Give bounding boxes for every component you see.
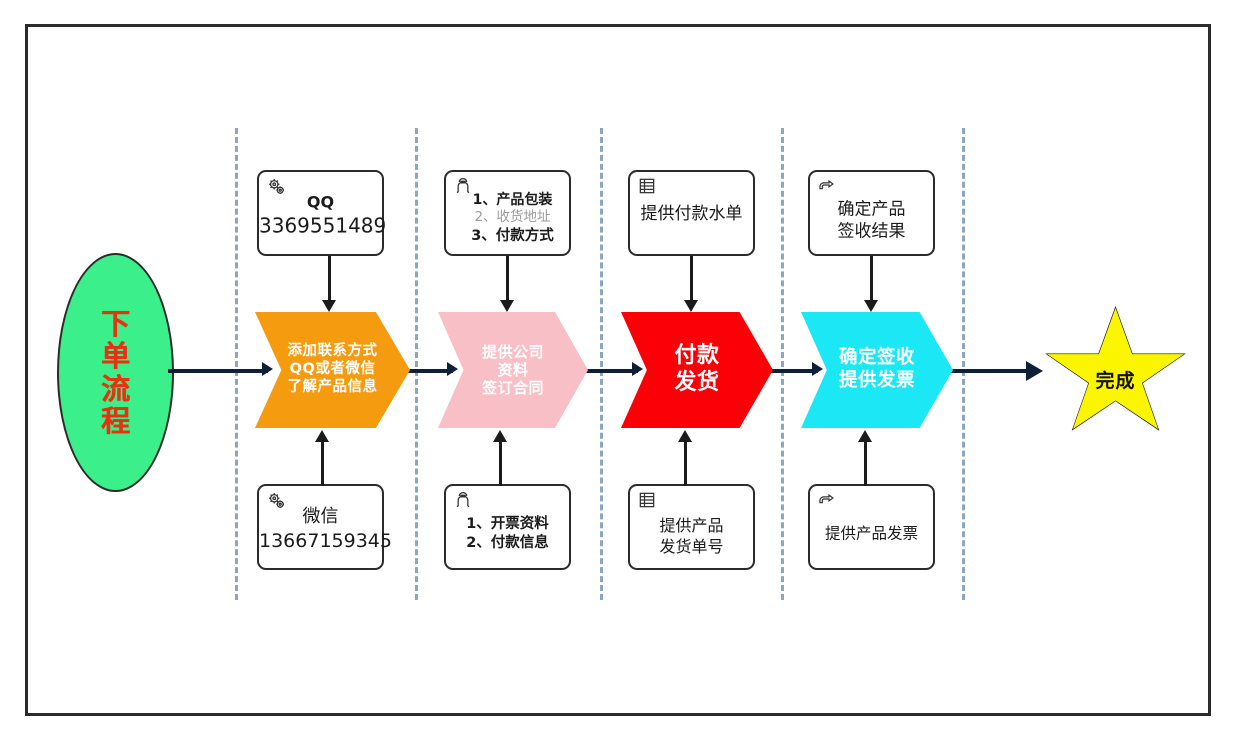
connector-arrowhead-1 (262, 362, 273, 376)
end-node-label: 完成 (1095, 370, 1136, 392)
stage-contract-bottom-box[interactable]: 1、开票资料 2、付款信息 (444, 484, 571, 570)
start-label-line-1: 下 (100, 306, 130, 341)
stage-contact-chevron-label: 添加联系方式 QQ或者微信 了解产品信息 (288, 343, 378, 396)
chevron2-line-2: 资料 (497, 360, 529, 379)
connector-arrowhead-4 (812, 362, 823, 376)
box-line: 签收结果 (837, 222, 906, 243)
stage-contract-top-box[interactable]: 1、产品包装 2、收货地址 3、付款方式 (444, 170, 571, 256)
stage-payment-bottom-link-arrow (678, 430, 692, 442)
stage-contract-top-link-arrow (500, 300, 514, 312)
stage-contract-bottom-box-text: 1、开票资料 2、付款信息 (446, 515, 569, 553)
stage-contact-top-box-text: QQ 3369551489 (259, 192, 387, 240)
chevron1-line-3: 了解产品信息 (287, 378, 378, 395)
person-icon (453, 490, 475, 512)
stage-contract-top-link (506, 256, 509, 308)
end-node-complete[interactable]: 完成 (1043, 306, 1188, 441)
box-line: 提供产品 (659, 516, 724, 536)
column-separator-2 (415, 128, 418, 600)
stage-receipt-bottom-link-arrow (858, 430, 872, 442)
box-line: 3、付款方式 (471, 228, 554, 245)
start-node-label: 下 单 流 程 (100, 306, 130, 438)
column-separator-1 (235, 128, 238, 600)
column-separator-5 (962, 128, 965, 600)
box-line: 1、开票资料 (466, 515, 549, 532)
stage-payment-bottom-link (684, 438, 687, 486)
column-separator-4 (781, 128, 784, 600)
box-line: QQ (306, 192, 335, 212)
connector-arrowhead-2 (447, 362, 458, 376)
stage-receipt-chevron[interactable]: 确定签收 提供发票 (801, 312, 953, 428)
stage-payment-top-link (690, 256, 693, 308)
stage-contact-top-box[interactable]: QQ 3369551489 (257, 170, 387, 256)
stage-receipt-bottom-box-text: 提供产品发票 (810, 523, 933, 543)
start-label-line-3: 流 (100, 371, 130, 406)
stage-contact-top-link-arrow (322, 300, 336, 312)
stage-contract-bottom-link-arrow (493, 430, 507, 442)
connector-arrowhead-end (1026, 361, 1043, 381)
stage-receipt-chevron-label: 确定签收 提供发票 (839, 347, 915, 392)
stage-receipt-top-box[interactable]: 确定产品 签收结果 (808, 170, 935, 256)
chevron1-line-1: 添加联系方式 (287, 343, 378, 360)
box-line: 微信 (302, 506, 339, 528)
column-separator-3 (600, 128, 603, 600)
chevron3-line-2: 发货 (674, 370, 720, 395)
chevron4-line-1: 确定签收 (838, 347, 915, 369)
stage-contact-bottom-box-text: 微信 13667159345 (259, 505, 392, 554)
stage-contact-top-link (328, 256, 331, 308)
chevron2-line-3: 签订合同 (481, 379, 544, 398)
pointing-hand-icon (817, 176, 839, 198)
stage-receipt-top-link-arrow (864, 300, 878, 312)
chevron4-line-2: 提供发票 (838, 370, 915, 391)
stage-contact-bottom-box[interactable]: 微信 13667159345 (257, 484, 392, 570)
pointing-hand-icon (817, 490, 839, 512)
stage-receipt-top-link (870, 256, 873, 308)
stage-receipt-bottom-link (864, 438, 867, 486)
connector-arrowhead-3 (632, 362, 643, 376)
box-line: 提供产品发票 (824, 524, 918, 543)
box-line: 1、产品包装 (472, 191, 553, 208)
connector-stage1-to-stage2 (397, 369, 453, 373)
stage-payment-bottom-box-text: 提供产品 发货单号 (630, 515, 753, 557)
end-node-label-wrap: 完成 (1045, 306, 1186, 431)
chevron1-line-2: QQ或者微信 (289, 361, 376, 378)
chevron2-line-1: 提供公司 (481, 342, 544, 361)
connector-start-to-stage1 (168, 369, 268, 373)
chevron3-line-1: 付款 (674, 343, 720, 369)
connector-stage3-to-stage4 (762, 369, 818, 373)
stage-contact-bottom-link (321, 438, 324, 486)
list-icon (637, 176, 659, 198)
stage-receipt-top-box-text: 确定产品 签收结果 (810, 199, 933, 244)
start-label-line-2: 单 (100, 339, 130, 374)
box-line: 13667159345 (259, 529, 392, 552)
box-line: 确定产品 (837, 199, 906, 220)
stage-payment-top-box[interactable]: 提供付款水单 (628, 170, 755, 256)
stage-contract-top-box-text: 1、产品包装 2、收货地址 3、付款方式 (446, 191, 569, 246)
box-line: 3369551489 (259, 213, 387, 238)
stage-payment-top-link-arrow (684, 300, 698, 312)
list-icon (637, 490, 659, 512)
start-label-line-4: 程 (100, 403, 130, 438)
stage-contract-bottom-link (499, 438, 502, 486)
stage-payment-top-box-text: 提供付款水单 (630, 203, 753, 225)
connector-stage4-to-end (944, 369, 1030, 373)
start-node-order-process[interactable]: 下 单 流 程 (57, 253, 174, 492)
box-line: 2、收货地址 (474, 209, 551, 226)
box-line: 发货单号 (659, 537, 724, 557)
stage-payment-chevron-label: 付款 发货 (674, 343, 719, 397)
stage-contact-bottom-link-arrow (315, 430, 329, 442)
stage-receipt-bottom-box[interactable]: 提供产品发票 (808, 484, 935, 570)
stage-contract-chevron-label: 提供公司 资料 签订合同 (482, 343, 544, 398)
connector-stage2-to-stage3 (580, 369, 638, 373)
stage-payment-bottom-box[interactable]: 提供产品 发货单号 (628, 484, 755, 570)
box-line: 2、付款信息 (466, 534, 549, 551)
box-line: 提供付款水单 (640, 203, 743, 224)
